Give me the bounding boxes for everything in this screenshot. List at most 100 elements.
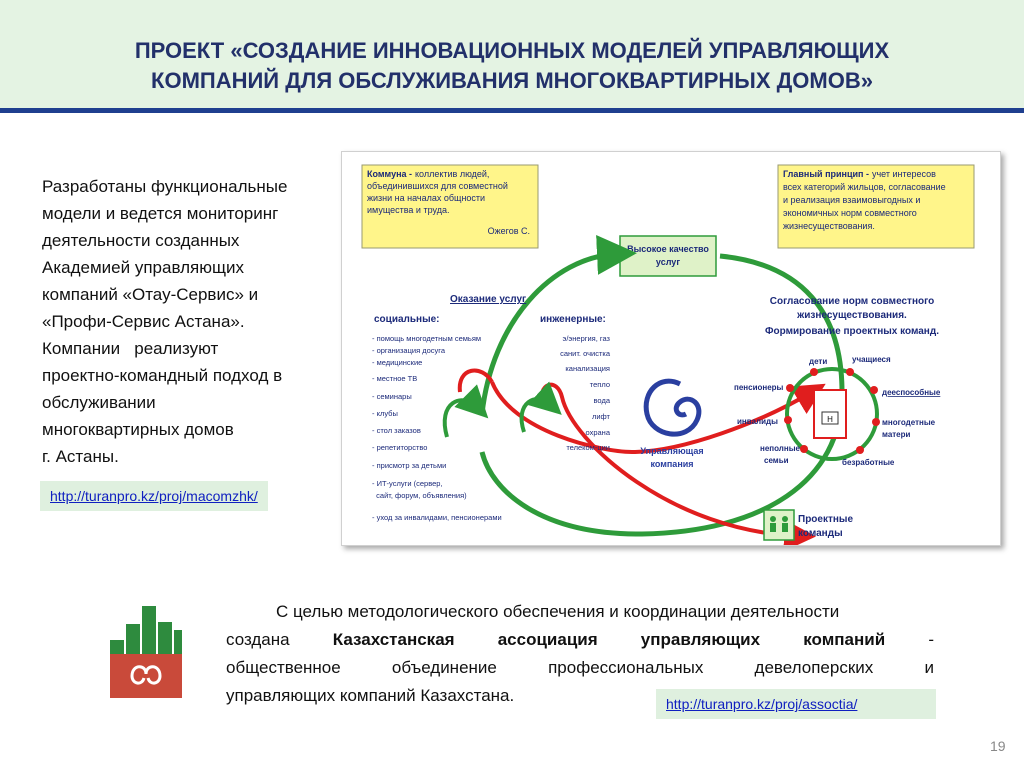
group-node <box>784 416 792 424</box>
title-divider <box>0 108 1024 113</box>
description-line: многоквартирных домов <box>42 420 234 439</box>
description-line: Академией управляющих <box>42 258 244 277</box>
green-small-loop-right <box>519 381 562 433</box>
kommuna-line: имущества и труда. <box>367 205 449 215</box>
quality-label-line-2: услуг <box>656 257 680 267</box>
social-service-item: - ИТ-услуги (сервер, <box>372 479 443 488</box>
green-small-loop-left <box>442 384 489 438</box>
managing-company-spiral-icon <box>643 378 702 437</box>
svg-text:Коммуна -коллектив людей,: Коммуна -коллектив людей, <box>367 169 489 179</box>
social-service-item: - семинары <box>372 392 412 401</box>
engineering-service-item: канализация <box>565 364 610 373</box>
group-node <box>872 418 880 426</box>
teams-label-line-2: команды <box>798 528 843 539</box>
description-line: деятельности созданных <box>42 231 240 250</box>
macomzhk-link-box: http://turanpro.kz/proj/macomzhk/ <box>40 481 268 511</box>
house-door-icon <box>821 411 839 425</box>
association-line: С целью методологического обеспечения и … <box>276 602 840 621</box>
engineering-service-item: тепло <box>590 380 610 389</box>
principle-line: всех категорий жильцов, согласование <box>783 182 946 192</box>
social-service-item: - клубы <box>372 409 398 418</box>
svg-text:Главный принцип -учет интересо: Главный принцип -учет интересов <box>783 169 936 179</box>
team-member-icon <box>770 516 776 522</box>
group-label-children: дети <box>809 357 827 366</box>
description-line: г. Астаны. <box>42 447 119 466</box>
description-line: Компании реализуют <box>42 339 219 358</box>
engineering-service-item: лифт <box>592 412 611 421</box>
group-label-incomplete-line2: семьи <box>764 456 789 465</box>
social-service-item: - помощь многодетным семьям <box>372 334 481 343</box>
red-flow-arrow-lower <box>490 381 826 455</box>
project-teams-icon <box>763 509 795 541</box>
company-label-line-2: компания <box>650 459 693 469</box>
association-line2-post: - <box>928 630 934 649</box>
description-line: «Профи-Сервис Астана». <box>42 312 245 331</box>
association-line2-pre: создана <box>226 630 290 649</box>
description-line: Разработаны функциональные <box>42 177 288 196</box>
diagram-canvas: Коммуна -коллектив людей, объединившихся… <box>361 164 975 545</box>
team-member-icon <box>782 516 788 522</box>
engineering-service-item: охрана <box>586 428 611 437</box>
group-label-mothers-line2: матери <box>882 430 911 439</box>
social-service-item: - местное ТВ <box>372 374 417 383</box>
agreement-line: Формирование проектных команд. <box>765 326 939 337</box>
group-node <box>846 368 854 376</box>
kommuna-line: жизни на началах общности <box>367 193 485 203</box>
kommuna-title: Коммуна - <box>367 169 412 179</box>
kommuna-line: коллектив людей, <box>415 169 489 179</box>
group-node <box>810 368 818 376</box>
quality-label-line-1: Высокое качество <box>627 244 709 254</box>
association-line: создана Казахстанская ассоциация управля… <box>226 626 934 654</box>
assoctia-link-box: http://turanpro.kz/proj/assoctia/ <box>656 689 936 719</box>
engineering-service-item: санит. очистка <box>560 349 611 358</box>
macomzhk-link[interactable]: http://turanpro.kz/proj/macomzhk/ <box>50 488 258 504</box>
services-title: Оказание услуг <box>450 294 526 305</box>
page-number: 19 <box>990 738 1006 754</box>
engineering-services-title: инженерные: <box>540 314 606 325</box>
social-service-item: - уход за инвалидами, пенсионерами <box>372 513 502 522</box>
group-node <box>856 446 864 454</box>
social-service-item: - репетиторство <box>372 443 427 452</box>
quality-box <box>619 235 717 277</box>
house-letter: Н <box>827 415 833 424</box>
team-member-icon <box>782 523 788 532</box>
association-name: Казахстанская ассоциация управляющих ком… <box>332 630 886 649</box>
kommuna-definition-box <box>361 164 539 249</box>
group-label-incomplete-line1: неполные <box>760 444 801 453</box>
association-paragraph: С целью методологического обеспечения и … <box>226 598 934 710</box>
principle-line: жизнесуществования. <box>783 221 875 231</box>
logo-ornament-icon <box>130 665 162 685</box>
slide-title-line-1: ПРОЕКТ «СОЗДАНИЕ ИННОВАЦИОННЫХ МОДЕЛЕЙ У… <box>134 38 890 63</box>
principle-line: и реализация взаимовыгодных и <box>783 195 920 205</box>
engineering-service-item: э/энергия, газ <box>563 334 611 343</box>
association-line: управляющих компаний Казахстана. <box>226 686 515 705</box>
description-line: обслуживании <box>42 393 156 412</box>
social-service-item: - медицинские <box>372 358 422 367</box>
social-services-list: - помощь многодетным семьям - организаци… <box>372 334 502 522</box>
resident-groups-labels: дети учащиеся пенсионеры дееспособные ин… <box>734 355 941 467</box>
principle-title: Главный принцип - <box>783 169 869 179</box>
social-service-item: сайт, форум, объявления) <box>372 491 467 500</box>
engineering-service-item: телеком-ции <box>566 443 610 452</box>
group-label-unemployed: безработные <box>842 458 895 467</box>
social-service-item: - присмотр за детьми <box>372 461 446 470</box>
social-service-item: - стол заказов <box>372 426 421 435</box>
social-service-item: - организация досуга <box>372 346 446 355</box>
principle-line: учет интересов <box>872 169 936 179</box>
agreement-text: Согласование норм совместного жизнесущес… <box>765 296 939 337</box>
agreement-line: Согласование норм совместного <box>770 296 935 307</box>
description-text: Разработаны функциональные модели и веде… <box>42 173 342 470</box>
agreement-line: жизнесуществования. <box>796 310 907 321</box>
green-flow-loop <box>479 253 845 537</box>
principle-line: экономичных норм совместного <box>783 208 917 218</box>
teams-label-line-1: Проектные <box>798 514 853 525</box>
association-logo <box>110 606 182 698</box>
engineering-service-item: вода <box>594 396 611 405</box>
group-label-students: учащиеся <box>852 355 891 364</box>
group-node <box>786 384 794 392</box>
green-flow-arrow-up <box>479 234 637 415</box>
kommuna-line: объединившихся для совместной <box>367 181 508 191</box>
assoctia-link[interactable]: http://turanpro.kz/proj/assoctia/ <box>666 696 858 712</box>
social-services-title: социальные: <box>374 314 440 325</box>
association-line: общественное объединение профессиональны… <box>226 658 934 677</box>
